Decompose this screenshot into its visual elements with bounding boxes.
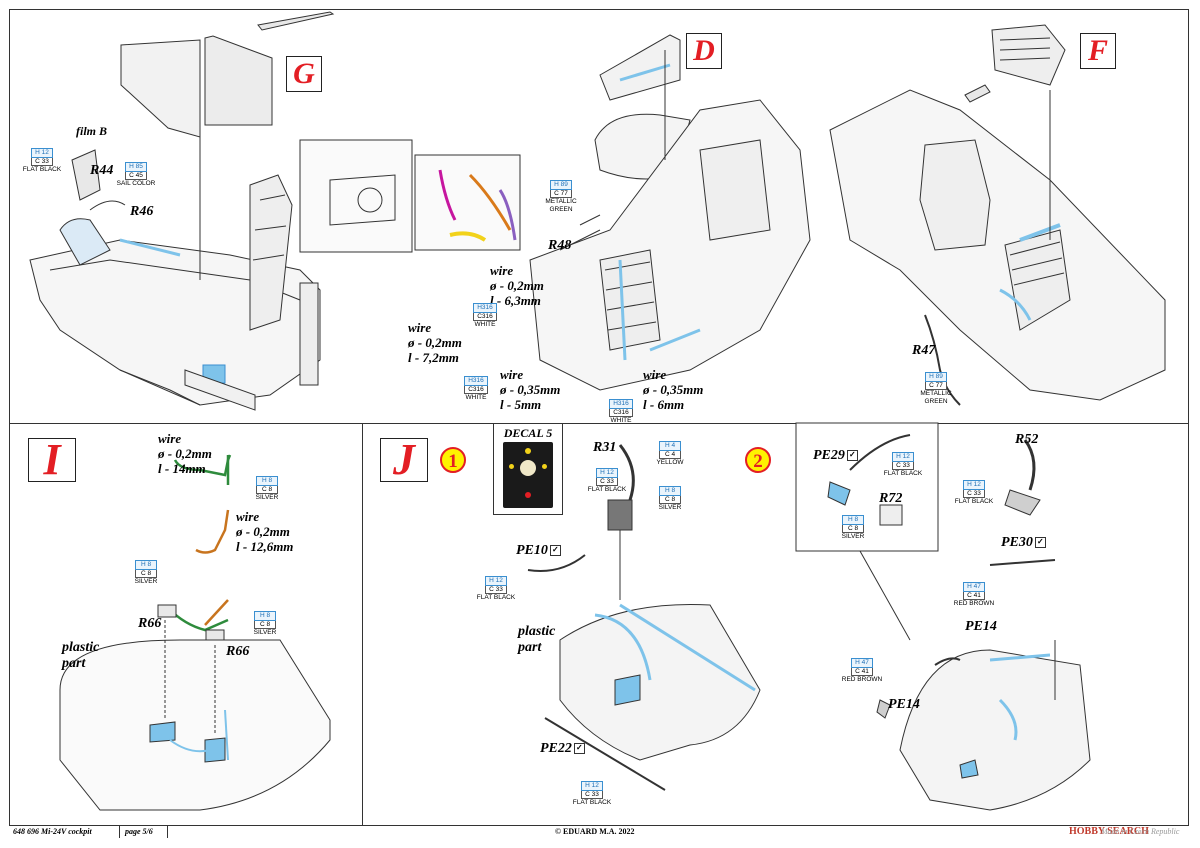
column-divider-i-j [362, 423, 363, 826]
footer-bar: 648 696 Mi-24V cockpit page 5/6 © EDUARD… [9, 826, 1189, 838]
checkbox-icon: ✓ [846, 450, 858, 462]
part-r44-label: R44 [90, 163, 114, 178]
decal-5-box: DECAL 5 [493, 423, 563, 515]
part-r47-label: R47 [912, 343, 936, 358]
footer-page-number: page 5/6 [125, 827, 153, 836]
step-d-badge: D [686, 33, 722, 69]
footer-divider [119, 826, 120, 838]
part-r66-label-1: R66 [138, 616, 162, 631]
checkbox-icon: ✓ [549, 545, 561, 557]
part-r48-label: R48 [548, 238, 572, 253]
step-g-badge: G [286, 56, 322, 92]
instruction-sheet-frame [9, 9, 1189, 826]
part-pe14-label-2: PE14 [888, 697, 920, 712]
footer-made-in: Made in Czech Republic [1101, 827, 1180, 836]
part-pe14-label-1: PE14 [965, 619, 997, 634]
g-canopy-panel-icon [120, 39, 201, 138]
step-j-badge: J [380, 438, 428, 482]
part-r52-label: R52 [1015, 432, 1039, 447]
part-pe29-label: PE29✓ [813, 448, 858, 464]
row-divider [9, 423, 1189, 424]
checkbox-icon: ✓ [1034, 537, 1046, 549]
step-i-badge: I [28, 438, 76, 482]
part-r46-label: R46 [130, 204, 154, 219]
substep-2-badge: 2 [745, 447, 771, 473]
footer-watermark: HOBBY SEARCH [1069, 826, 1149, 837]
part-r66-label-2: R66 [226, 644, 250, 659]
decal-5-title: DECAL 5 [503, 426, 553, 440]
part-pe10-label: PE10✓ [516, 543, 561, 559]
part-pe30-label: PE30✓ [1001, 535, 1046, 551]
footer-copyright: © EDUARD M.A. 2022 [555, 827, 635, 836]
decal-5-image [503, 442, 553, 508]
part-pe22-label: PE22✓ [540, 741, 585, 757]
footer-product-code: 648 696 Mi-24V cockpit [13, 827, 92, 836]
step-f-badge: F [1080, 33, 1116, 69]
substep-1-badge: 1 [440, 447, 466, 473]
footer-divider [167, 826, 168, 838]
film-b-label: film B [76, 124, 108, 138]
checkbox-icon: ✓ [573, 743, 585, 755]
part-r31-label: R31 [593, 440, 617, 455]
part-r72-label: R72 [879, 491, 903, 506]
